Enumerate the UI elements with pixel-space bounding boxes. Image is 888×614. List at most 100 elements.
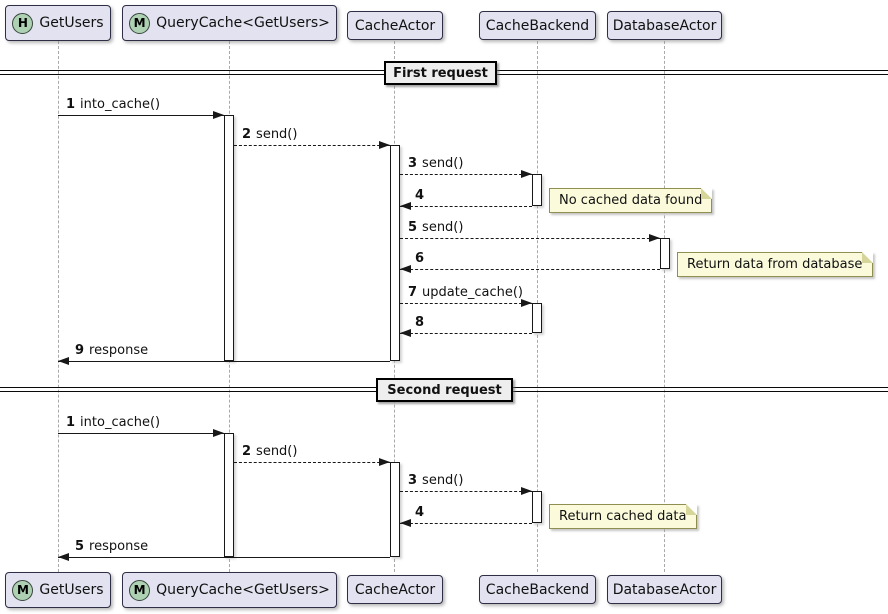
- note-fold-icon: [686, 504, 697, 515]
- arrowhead-right-icon: [649, 234, 660, 242]
- message-label: 1 into_cache(): [66, 415, 160, 430]
- message-line: [400, 269, 660, 270]
- message-line: [400, 174, 532, 175]
- activation-bar-0: [224, 115, 234, 361]
- message-label: 8: [415, 315, 424, 330]
- message-line: [58, 115, 224, 116]
- message-number: 5: [75, 539, 85, 554]
- message-line: [400, 333, 532, 334]
- message-number: 6: [415, 251, 425, 266]
- message-text: send(): [422, 156, 464, 171]
- message-line: [58, 557, 390, 558]
- participant-label: QueryCache<GetUsers>: [156, 582, 330, 598]
- lifeline-4: [664, 41, 665, 572]
- arrowhead-left-icon: [58, 357, 69, 365]
- message-number: 5: [408, 220, 418, 235]
- note-text: No cached data found: [559, 193, 703, 208]
- arrowhead-right-icon: [379, 458, 390, 466]
- arrowhead-right-icon: [521, 487, 532, 495]
- arrowhead-right-icon: [379, 141, 390, 149]
- message-label: 9 response: [75, 343, 148, 358]
- participant-label: GetUsers: [39, 15, 104, 31]
- message-line: [58, 433, 224, 434]
- message-text: into_cache(): [80, 415, 161, 430]
- message-line: [234, 462, 390, 463]
- activation-bar-1: [390, 145, 400, 361]
- message-label: 1 into_cache(): [66, 97, 160, 112]
- message-number: 9: [75, 343, 85, 358]
- arrowhead-left-icon: [58, 553, 69, 561]
- note-fold-icon: [701, 188, 712, 199]
- participant-label: CacheActor: [354, 581, 436, 598]
- participant-label: DatabaseActor: [612, 581, 717, 598]
- participant-bottom-4: DatabaseActor: [607, 575, 722, 604]
- message-text: send(): [422, 220, 464, 235]
- message-number: 2: [242, 127, 252, 142]
- message-line: [400, 238, 660, 239]
- message-text: response: [89, 343, 149, 358]
- participant-label: CacheBackend: [485, 581, 590, 598]
- message-label: 6: [415, 251, 424, 266]
- message-number: 4: [415, 505, 425, 520]
- note-text: Return data from database: [687, 257, 863, 272]
- activation-bar-7: [532, 491, 542, 523]
- participant-label: CacheActor: [354, 17, 436, 34]
- participant-label: CacheBackend: [485, 17, 590, 34]
- arrowhead-right-icon: [521, 299, 532, 307]
- message-label: 5 send(): [408, 220, 463, 235]
- circled-letter-icon: M: [129, 579, 151, 601]
- note-fold-icon: [862, 252, 873, 263]
- message-label: 2 send(): [242, 444, 297, 459]
- participant-bottom-1: M QueryCache<GetUsers>: [122, 572, 337, 608]
- message-number: 1: [66, 415, 76, 430]
- message-text: response: [89, 539, 149, 554]
- divider-title-0: First request: [384, 61, 497, 85]
- message-number: 8: [415, 315, 425, 330]
- message-line: [400, 303, 532, 304]
- lifeline-0: [58, 41, 59, 572]
- message-number: 7: [408, 285, 418, 300]
- activation-bar-6: [390, 462, 400, 557]
- message-label: 5 response: [75, 539, 148, 554]
- message-text: update_cache(): [422, 285, 523, 300]
- message-line: [234, 145, 390, 146]
- arrowhead-left-icon: [400, 202, 411, 210]
- activation-bar-5: [224, 433, 234, 557]
- message-line: [400, 491, 532, 492]
- message-number: 4: [415, 188, 425, 203]
- message-label: 4: [415, 188, 424, 203]
- circled-letter-icon: M: [12, 579, 34, 601]
- message-label: 4: [415, 505, 424, 520]
- activation-bar-2: [532, 174, 542, 206]
- participant-top-4: DatabaseActor: [607, 11, 722, 40]
- message-text: into_cache(): [80, 97, 161, 112]
- activation-bar-4: [532, 303, 542, 333]
- participant-label: DatabaseActor: [612, 17, 717, 34]
- note-2: Return cached data: [549, 504, 697, 529]
- message-number: 2: [242, 444, 252, 459]
- message-line: [400, 206, 532, 207]
- participant-label: QueryCache<GetUsers>: [156, 15, 330, 31]
- participant-top-2: CacheActor: [347, 11, 443, 40]
- message-text: send(): [422, 473, 464, 488]
- arrowhead-left-icon: [400, 519, 411, 527]
- participant-bottom-3: CacheBackend: [479, 575, 596, 604]
- arrowhead-left-icon: [400, 329, 411, 337]
- divider-title-1: Second request: [376, 378, 513, 402]
- message-text: send(): [256, 127, 298, 142]
- arrowhead-right-icon: [213, 429, 224, 437]
- note-1: Return data from database: [677, 252, 873, 277]
- arrowhead-left-icon: [400, 265, 411, 273]
- message-number: 1: [66, 97, 76, 112]
- message-line: [400, 523, 532, 524]
- arrowhead-right-icon: [521, 170, 532, 178]
- note-text: Return cached data: [559, 509, 687, 524]
- participant-bottom-2: CacheActor: [347, 575, 443, 604]
- message-text: send(): [256, 444, 298, 459]
- message-line: [58, 361, 390, 362]
